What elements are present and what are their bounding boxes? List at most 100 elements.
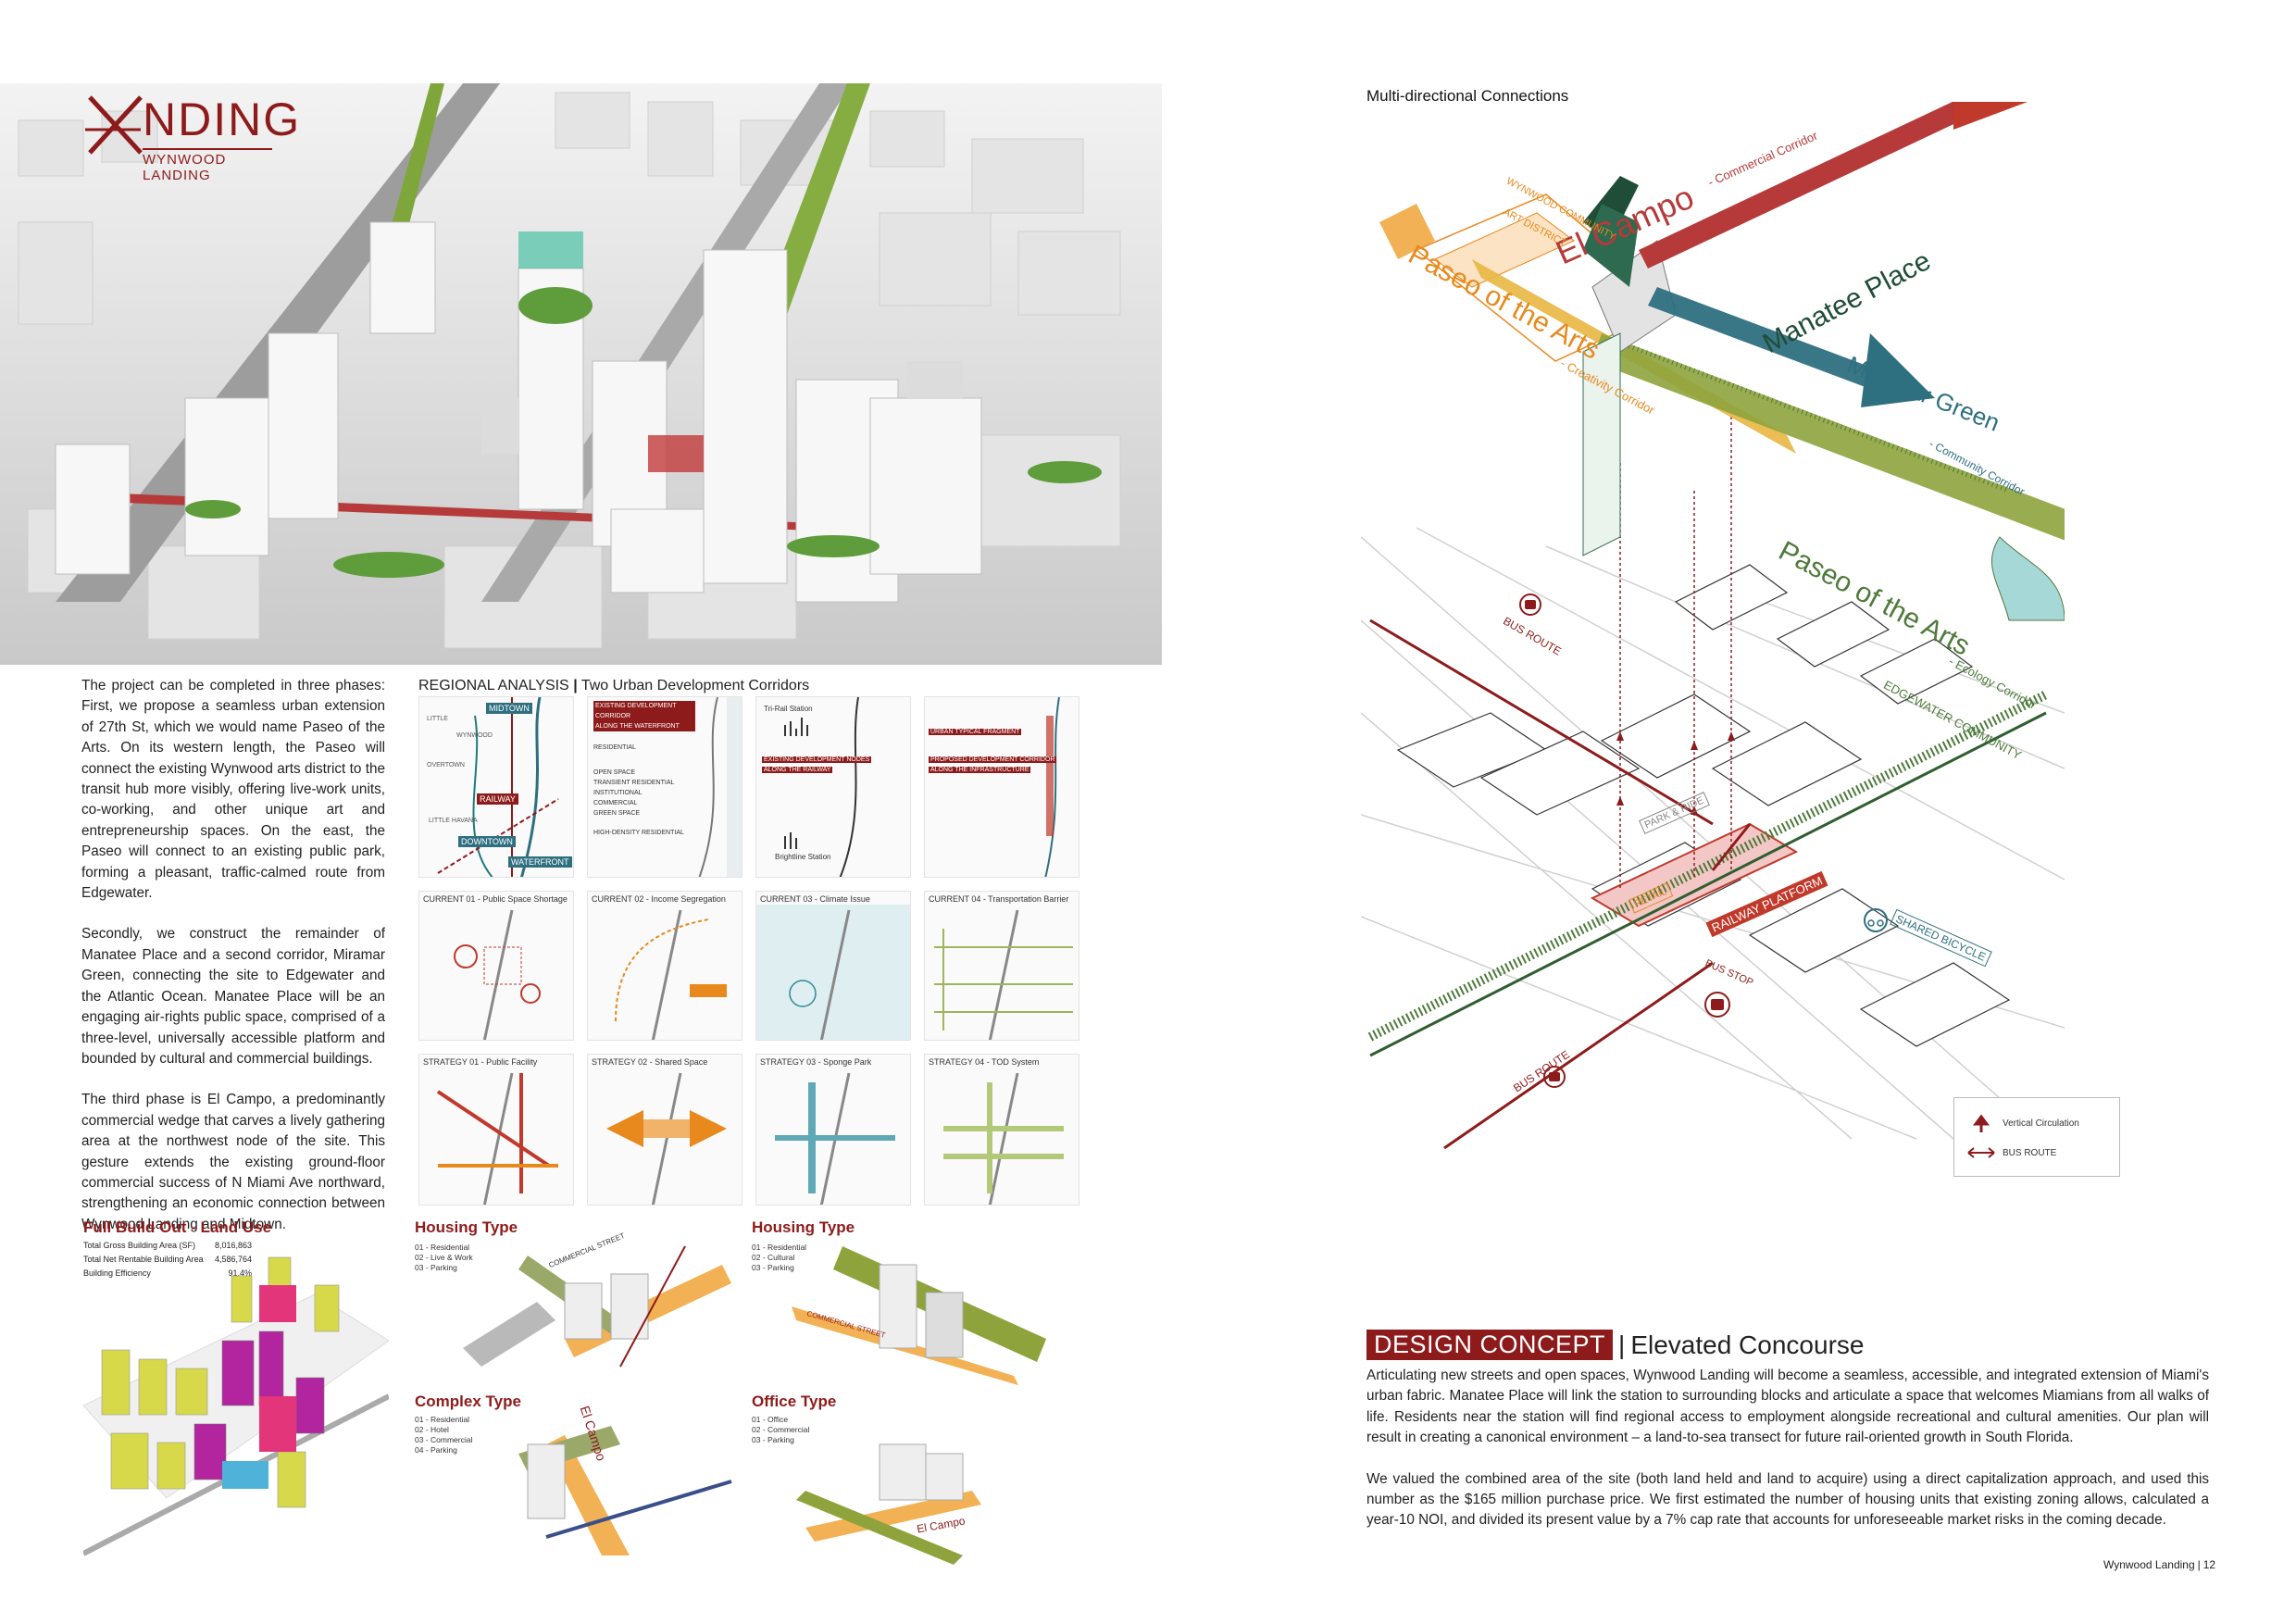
label-along-infrastructure: ALONG THE INFRASTRUCTURE (929, 767, 1031, 773)
legend-item: 02 - Live & Work (415, 1253, 473, 1262)
vertical-circulation-icon (1973, 1115, 1990, 1132)
stat-value: 4,586,764 (214, 1255, 252, 1264)
legend-item: 01 - Residential (752, 1243, 807, 1252)
regional-map-4-drawing (1044, 697, 1060, 877)
intro-text: The project can be completed in three ph… (81, 676, 385, 1255)
regional-map-3: Tri-Rail Station EXISTING DEVELOPMENT NO… (755, 696, 911, 878)
strategy-03-panel: STRATEGY 03 - Sponge Park (755, 1054, 911, 1206)
label-along-railway: ALONG THE RAILWAY (762, 767, 833, 773)
regional-map-1-drawing (437, 697, 559, 877)
design-paragraph-1: Articulating new streets and open spaces… (1366, 1368, 2209, 1446)
wynwood-landing-logo: NDING WYNWOOD LANDING (85, 93, 302, 183)
office-type-legend: 01 - Office 02 - Commercial 03 - Parking (752, 1415, 809, 1445)
strategy-02-label: STRATEGY 02 - Shared Space (592, 1057, 708, 1067)
legend-item: 01 - Office (752, 1415, 789, 1424)
label-brightline: Brightline Station (775, 853, 831, 861)
stat-row: Total Net Rentable Building Area 4,586,7… (83, 1253, 252, 1267)
bus-icon (1519, 593, 1541, 616)
regional-title-sub: Two Urban Development Corridors (580, 678, 810, 693)
label-railway: RAILWAY (477, 793, 518, 805)
regional-map-1: MIDTOWN RAILWAY DOWNTOWN WATERFRONT LITT… (418, 696, 574, 878)
multi-directional-title: Multi-directional Connections (1366, 87, 1569, 105)
current-01-label: CURRENT 01 - Public Space Shortage (423, 894, 568, 904)
stat-label: Total Gross Building Area (SF) (83, 1241, 196, 1250)
label-little: LITTLE (427, 716, 448, 722)
legend-vertical-circulation: Vertical Circulation (2003, 1118, 2079, 1129)
legend-item: 03 - Parking (415, 1263, 457, 1272)
connections-diagram: El Campo - Commercial Corridor WYNWOOD C… (1360, 65, 2166, 1194)
legend-item: 03 - Parking (752, 1435, 794, 1444)
current-04-panel: CURRENT 04 - Transportation Barrier (924, 891, 1079, 1041)
legend-item: 03 - Commercial (415, 1435, 473, 1444)
label-overtown: OVERTOWN (427, 762, 465, 768)
strategy-01-drawing (436, 1072, 558, 1205)
label-existing-nodes: EXISTING DEVELOPMENT NODES (762, 756, 872, 763)
strategy-04-label: STRATEGY 04 - TOD System (929, 1057, 1040, 1067)
current-03-drawing (756, 905, 910, 1040)
regional-analysis-title: REGIONAL ANALYSIS | Two Urban Developmen… (418, 678, 809, 694)
housing-type-2-drawing (792, 1246, 1046, 1385)
complex-type-diagram: El Campo (491, 1389, 741, 1565)
stat-row: Total Gross Building Area (SF) 8,016,863 (83, 1239, 252, 1253)
stat-value: 8,016,863 (214, 1241, 252, 1250)
legend-transient-residential: TRANSIENT RESIDENTIAL (593, 780, 675, 786)
regional-map-4: URBAN TYPICAL FRAGMENT PROPOSED DEVELOPM… (924, 696, 1079, 878)
legend-bus-route: BUS ROUTE (2003, 1148, 2057, 1158)
design-concept-subtitle: Elevated Concourse (1630, 1330, 1865, 1359)
bus-route-arrow-icon (1967, 1147, 1995, 1158)
aerial-render-drawing (0, 83, 1162, 665)
regional-title-main: REGIONAL ANALYSIS (418, 678, 569, 693)
complex-type-drawing (518, 1426, 732, 1555)
stat-label: Building Efficiency (83, 1268, 151, 1278)
housing-type-1-diagram: COMMERCIAL STREET (435, 1228, 741, 1394)
design-paragraph-2: We valued the combined area of the site … (1366, 1470, 2209, 1529)
page-number: 12 (2202, 1558, 2216, 1571)
legend-item: 01 - Residential (415, 1243, 470, 1252)
office-type-title: Office Type (752, 1393, 837, 1410)
connections-legend: Vertical Circulation BUS ROUTE (1953, 1097, 2120, 1177)
housing-type-1-title: Housing Type (415, 1218, 518, 1236)
logo-word: NDING (143, 94, 302, 145)
bus-stop-icon (1704, 992, 1730, 1018)
footer-project-name: Wynwood Landing (2103, 1558, 2195, 1571)
complex-type-legend: 01 - Residential 02 - Hotel 03 - Commerc… (415, 1415, 472, 1455)
land-use-drawing (81, 1256, 391, 1556)
label-urban-fragment: URBAN TYPICAL FRAGMENT (929, 729, 1022, 735)
strategy-03-drawing (775, 1072, 895, 1205)
label-proposed-corridor: PROPOSED DEVELOPMENT CORRIDOR (929, 756, 1057, 763)
complex-type-title: Complex Type (415, 1393, 521, 1410)
housing-type-1-legend: 01 - Residential 02 - Live & Work 03 - P… (415, 1243, 473, 1273)
current-03-panel: CURRENT 03 - Climate Issue (755, 891, 911, 1041)
bicycle-icon (1864, 908, 1888, 932)
stat-row: Building Efficiency 91.4% (83, 1267, 252, 1280)
housing-type-2-title: Housing Type (752, 1218, 855, 1236)
regional-title-sep: | (573, 678, 578, 693)
land-use-stats: Total Gross Building Area (SF) 8,016,863… (83, 1239, 252, 1280)
current-02-panel: CURRENT 02 - Income Segregation (587, 891, 742, 1041)
current-01-drawing (454, 909, 541, 1040)
strategy-04-panel: STRATEGY 04 - TOD System (924, 1054, 1079, 1206)
regional-map-2-drawing (698, 697, 742, 877)
office-type-diagram: El Campo PARK STREET (787, 1417, 1074, 1565)
legend-existing-corridor: EXISTING DEVELOPMENT CORRIDOR (593, 701, 695, 721)
land-use-axonometric (81, 1220, 391, 1565)
land-use-title: Full Build Out - Land Use (83, 1218, 272, 1236)
strategy-04-drawing (943, 1072, 1064, 1205)
legend-item: 02 - Hotel (415, 1425, 449, 1434)
aerial-render (0, 83, 1162, 665)
current-01-panel: CURRENT 01 - Public Space Shortage (418, 891, 574, 1041)
design-concept-heading: DESIGN CONCEPT | Elevated Concourse (1366, 1330, 1864, 1360)
label-wynwood: WYNWOOD (456, 732, 493, 739)
label-little-havana: LITTLE HAVANA (429, 818, 478, 824)
regional-map-3-drawing (784, 697, 859, 877)
strategy-01-label: STRATEGY 01 - Public Facility (423, 1057, 538, 1067)
housing-type-2-legend: 01 - Residential 02 - Cultural 03 - Park… (752, 1243, 806, 1273)
legend-item: 03 - Parking (752, 1263, 794, 1272)
strategy-01-panel: STRATEGY 01 - Public Facility (418, 1054, 574, 1206)
legend-item: 02 - Commercial (752, 1425, 810, 1434)
legend-green-space: GREEN SPACE (593, 810, 641, 817)
legend-item: 04 - Parking (415, 1445, 457, 1455)
office-type-drawing (796, 1443, 981, 1565)
intro-paragraph-3: The third phase is El Campo, a predomina… (81, 1092, 385, 1232)
connections-drawing (1360, 65, 2166, 1150)
